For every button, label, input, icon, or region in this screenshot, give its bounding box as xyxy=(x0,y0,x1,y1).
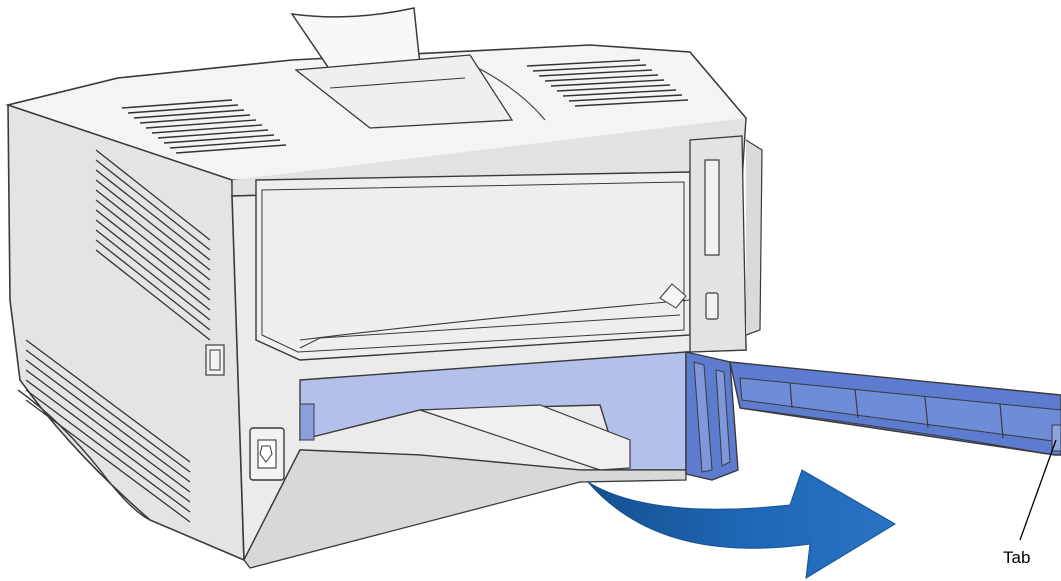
printer-left-side xyxy=(7,77,245,562)
top-vent-right xyxy=(526,59,689,107)
side-vent-upper xyxy=(95,149,211,341)
rotation-arrow xyxy=(587,469,896,579)
output-bin xyxy=(294,54,514,129)
printer-left-base-curve xyxy=(17,389,151,521)
rear-door xyxy=(255,171,691,361)
tray-tab xyxy=(1051,424,1061,452)
tab-callout-line xyxy=(1019,439,1057,541)
tab-callout-label: Tab xyxy=(1003,548,1031,567)
side-vent-lower xyxy=(25,339,191,523)
top-vent-left xyxy=(121,99,287,154)
